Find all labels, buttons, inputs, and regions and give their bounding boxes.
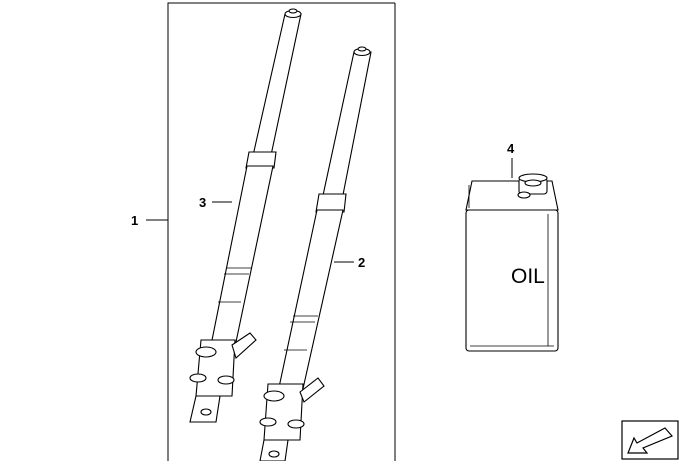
assembly-bracket [146, 2, 396, 461]
callout-1: 1 [131, 213, 138, 228]
oil-can-label: OIL [511, 265, 545, 288]
callout-2: 2 [358, 255, 365, 270]
fork-leg-3 [189, 8, 302, 423]
oil-can [465, 158, 559, 352]
arrow-down-left-icon[interactable] [621, 420, 679, 460]
callout-4: 4 [507, 141, 515, 156]
callout-3: 3 [199, 195, 206, 210]
fork-leg-2 [259, 46, 372, 462]
